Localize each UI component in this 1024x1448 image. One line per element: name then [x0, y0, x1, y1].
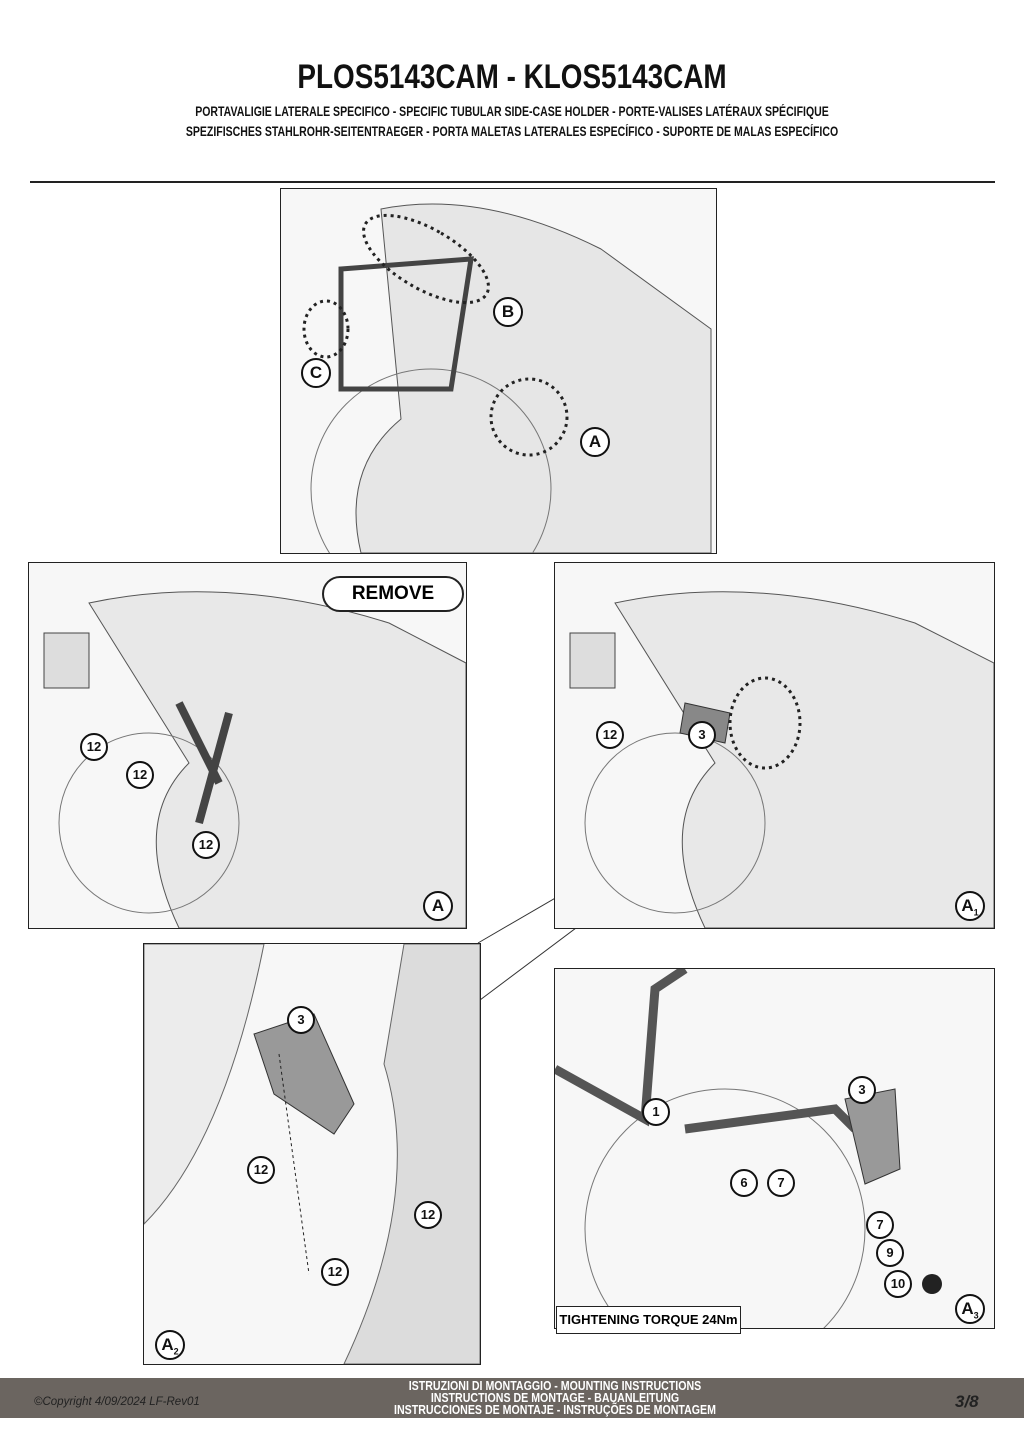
step-a3-illustration — [554, 968, 995, 1329]
callout-6: 6 — [730, 1169, 758, 1197]
callout-3: 3 — [688, 721, 716, 749]
footer-line-2: INSTRUCTIONS DE MONTAGE - BAUANLEITUNG — [430, 1391, 680, 1405]
callout-12: 12 — [321, 1258, 349, 1286]
step-label-a1-sub: 1 — [973, 907, 979, 918]
step-label-a1-text: A — [961, 896, 974, 915]
page-title: PLOS5143CAM - KLOS5143CAM — [297, 58, 727, 96]
header-divider — [30, 181, 995, 183]
step-label-a1: A1 — [955, 891, 985, 921]
step-label-a3: A3 — [955, 1294, 985, 1324]
step-label-a3-sub: 3 — [973, 1310, 979, 1321]
label-a: A — [580, 427, 610, 457]
callout-12: 12 — [414, 1201, 442, 1229]
callout-12: 12 — [596, 721, 624, 749]
callout-10: 10 — [884, 1270, 912, 1298]
callout-12: 12 — [80, 733, 108, 761]
copyright: ©Copyright 4/09/2024 LF-Rev01 — [34, 1396, 200, 1408]
step-a2-illustration — [143, 943, 481, 1365]
callout-7: 7 — [866, 1211, 894, 1239]
torque-note: TIGHTENING TORQUE 24Nm — [556, 1306, 741, 1334]
callout-3: 3 — [848, 1076, 876, 1104]
subtitle-line-2: SPEZIFISCHES STAHLROHR-SEITENTRAEGER - P… — [185, 124, 839, 139]
step-label-a2-text: A — [161, 1335, 174, 1354]
subtitle-line-1: PORTAVALIGIE LATERALE SPECIFICO - SPECIF… — [195, 104, 829, 119]
callout-3: 3 — [287, 1006, 315, 1034]
step-a1-illustration — [554, 562, 995, 929]
callout-12: 12 — [126, 761, 154, 789]
page-number: 3/8 — [955, 1392, 979, 1411]
callout-7: 7 — [767, 1169, 795, 1197]
label-b: B — [493, 297, 523, 327]
remove-badge: REMOVE — [322, 576, 464, 612]
callout-12: 12 — [192, 831, 220, 859]
label-c: C — [301, 358, 331, 388]
callout-12: 12 — [247, 1156, 275, 1184]
overview-illustration — [280, 188, 717, 554]
footer-bar: ISTRUZIONI DI MONTAGGIO - MOUNTING INSTR… — [0, 1378, 1024, 1418]
footer-titles: ISTRUZIONI DI MONTAGGIO - MOUNTING INSTR… — [355, 1379, 755, 1417]
callout-1: 1 — [642, 1098, 670, 1126]
footer-line-3: INSTRUCCIONES DE MONTAJE - INSTRUÇÕES DE… — [394, 1403, 716, 1417]
step-label-a3-text: A — [961, 1299, 974, 1318]
step-label-a2-sub: 2 — [173, 1346, 179, 1357]
footer-line-1: ISTRUZIONI DI MONTAGGIO - MOUNTING INSTR… — [408, 1379, 702, 1393]
callout-9: 9 — [876, 1239, 904, 1267]
step-label-a: A — [423, 891, 453, 921]
step-label-a2: A2 — [155, 1330, 185, 1360]
